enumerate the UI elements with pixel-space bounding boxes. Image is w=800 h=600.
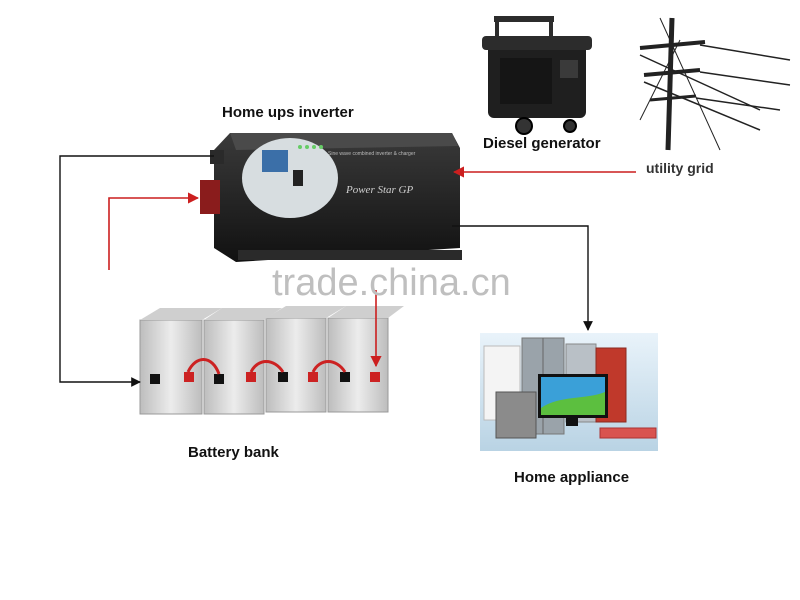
inverter-lcd bbox=[262, 150, 288, 172]
inverter-brand: Power Star GP bbox=[345, 184, 414, 196]
watermark: trade.china.cn bbox=[272, 262, 511, 304]
inverter-image bbox=[200, 133, 462, 262]
appliance-label: Home appliance bbox=[514, 469, 630, 486]
battery-label: Battery bank bbox=[188, 444, 279, 461]
battery-bank-image bbox=[139, 306, 404, 415]
home-appliance-image bbox=[480, 333, 658, 451]
utility-grid-image bbox=[639, 17, 791, 151]
inverter-label: Home ups inverter bbox=[222, 104, 354, 121]
inverter-switch bbox=[293, 170, 303, 186]
inverter-display-panel bbox=[242, 138, 338, 218]
generator-image bbox=[482, 16, 592, 135]
inverter-to-battery-line bbox=[59, 155, 214, 387]
inverter-subtitle: Sine wave combined inverter & charger bbox=[328, 151, 416, 157]
inverter-to-appliance-line bbox=[452, 225, 593, 331]
battery-to-inverter-line bbox=[108, 192, 200, 270]
inverter-battery-terminal bbox=[200, 180, 220, 214]
generator-label: Diesel generator bbox=[483, 135, 601, 152]
grid-label: utility grid bbox=[646, 160, 714, 176]
